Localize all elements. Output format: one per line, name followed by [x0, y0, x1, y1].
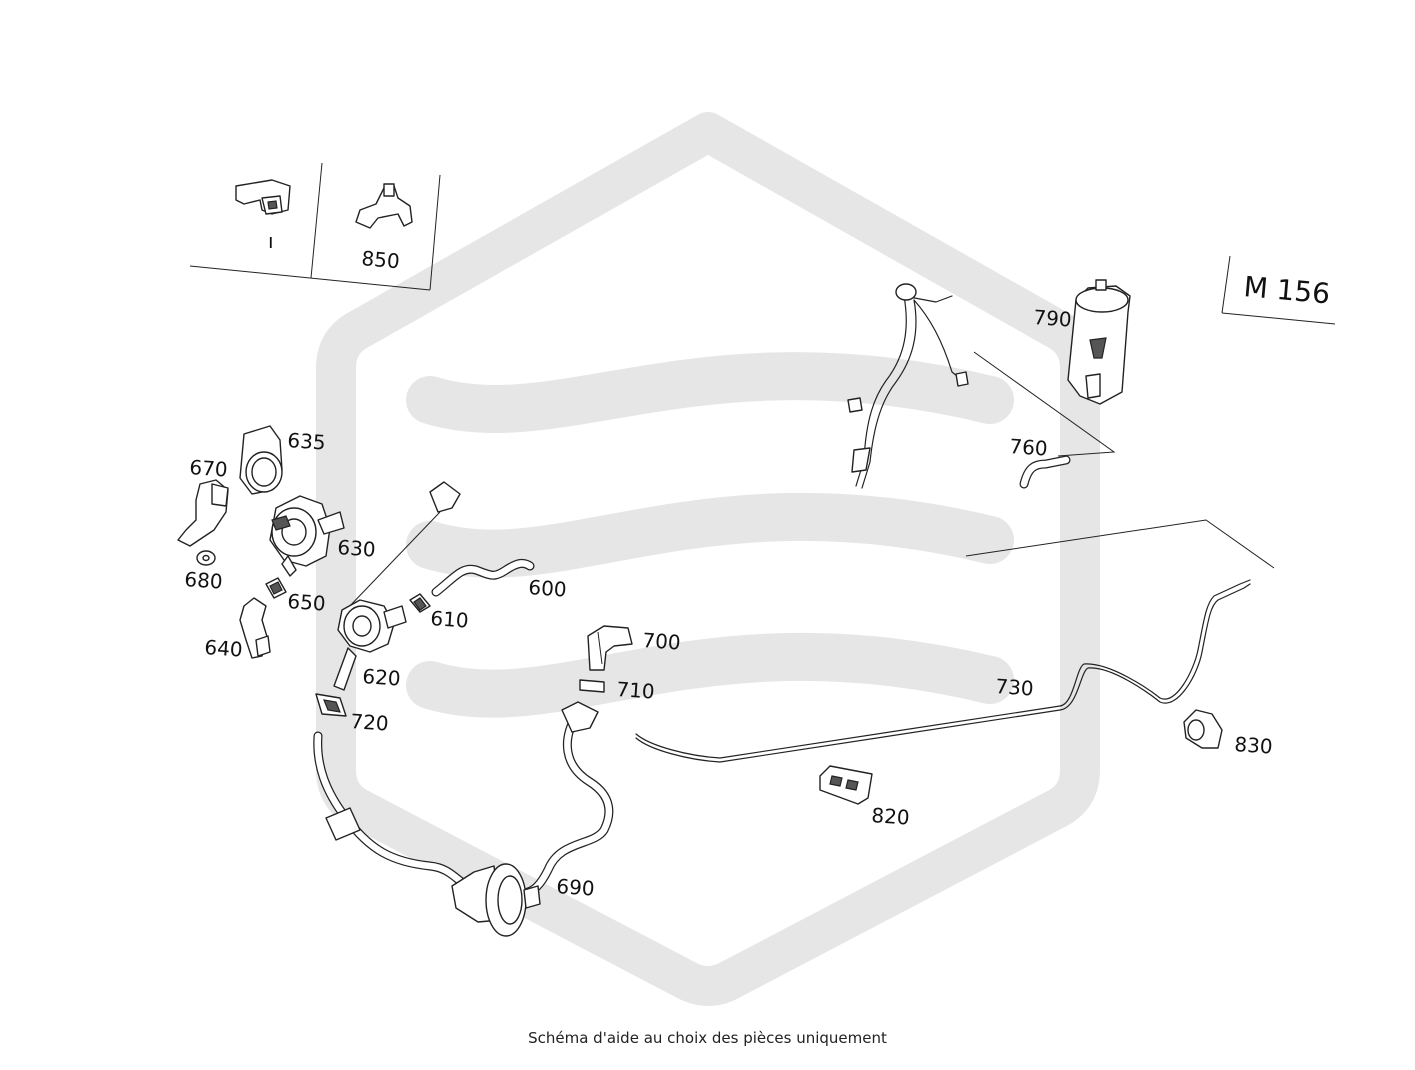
label-680: 680 [184, 567, 224, 594]
bracket-icon [177, 479, 229, 547]
coolant-line-icon [635, 519, 1275, 763]
clip-icon [235, 179, 291, 215]
label-830: 830 [1234, 732, 1274, 759]
label-720: 720 [350, 709, 390, 736]
coolant-hose-icon [431, 558, 535, 597]
temperature-sensor-icon [1183, 709, 1223, 749]
wiring-harness-icon [847, 283, 969, 489]
label-790: 790 [1033, 305, 1073, 332]
label-850: 850 [361, 246, 401, 273]
label-670: 670 [189, 455, 229, 482]
engine-code: M 156 [1242, 270, 1331, 310]
label-610: 610 [430, 606, 470, 633]
inset-left-mark: ı [268, 229, 274, 253]
label-700: 700 [642, 628, 682, 655]
accessory-inset [189, 162, 441, 291]
heater-hose-assembly-icon [313, 701, 614, 937]
quick-connector-icon [315, 693, 347, 717]
label-650: 650 [287, 589, 327, 616]
washer-icon [196, 550, 216, 566]
hose-clip-icon [355, 183, 413, 229]
footer-disclaimer: Schéma d'aide au choix des pièces unique… [528, 1029, 887, 1047]
expansion-tank-icon [1067, 279, 1131, 405]
label-640: 640 [204, 635, 244, 662]
label-635: 635 [287, 428, 327, 455]
auxiliary-water-pump-icon [269, 495, 345, 577]
engine-code-box [1221, 255, 1336, 325]
label-690: 690 [556, 874, 596, 901]
label-760: 760 [1009, 434, 1049, 461]
elbow-connector-icon [239, 597, 271, 659]
label-600: 600 [528, 575, 568, 602]
label-730: 730 [995, 674, 1035, 701]
pipe-collar-icon [239, 425, 283, 495]
vent-hose-icon [973, 351, 1116, 489]
label-630: 630 [337, 535, 377, 562]
circulation-pump-icon [333, 481, 461, 691]
hose-connector-icon [265, 577, 287, 599]
pipe-connector-icon [409, 593, 431, 613]
label-710: 710 [616, 677, 656, 704]
watermark-logo [316, 112, 1100, 1006]
label-820: 820 [871, 803, 911, 830]
connector-block-icon [819, 765, 873, 805]
clamp-icon [579, 679, 605, 693]
label-620: 620 [362, 664, 402, 691]
elbow-hose-icon [587, 625, 633, 671]
